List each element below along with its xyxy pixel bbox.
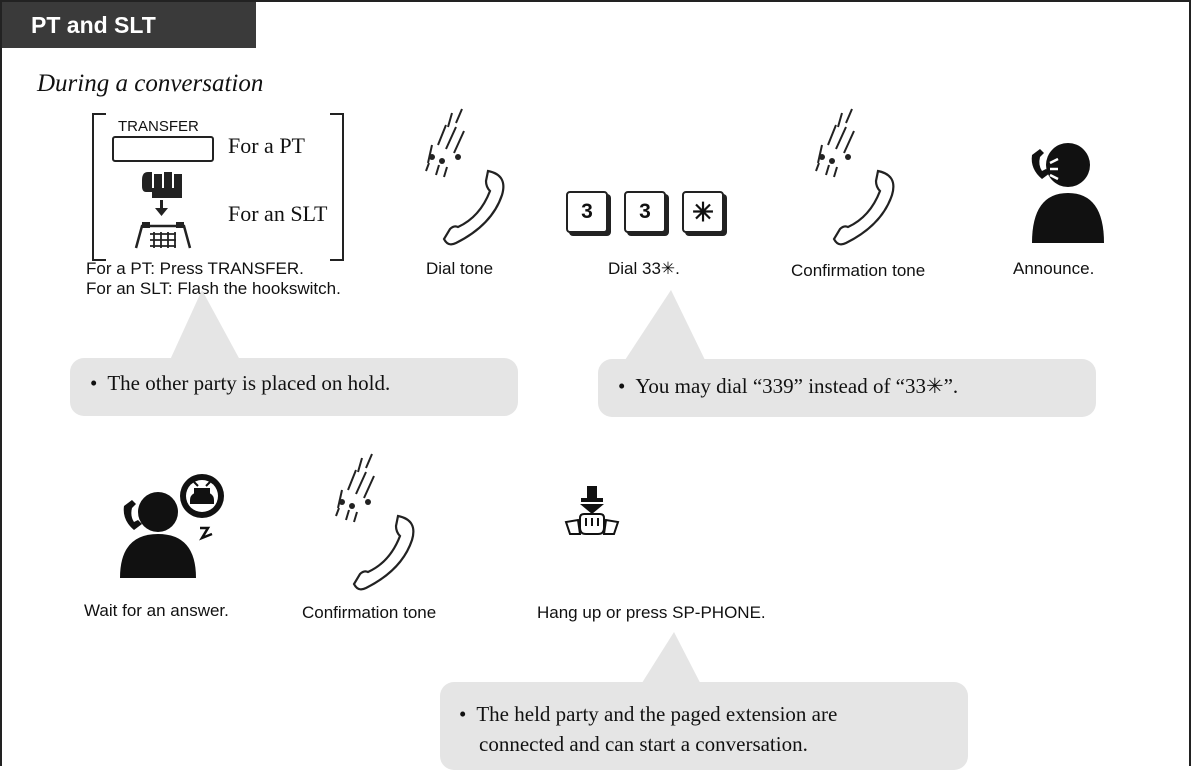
key-star: ✳	[682, 191, 724, 233]
person-speaking-icon	[1031, 143, 1104, 243]
handset-tone-icon	[815, 108, 895, 246]
note3-line1: The held party and the paged extension a…	[476, 702, 838, 726]
note-other-party-hold: • The other party is placed on hold.	[70, 358, 518, 416]
note1-pointer	[170, 290, 240, 360]
section-tab: PT and SLT	[2, 2, 256, 48]
note1-bullet: •	[90, 371, 98, 395]
bracket-left	[92, 113, 106, 261]
transfer-key	[112, 136, 214, 162]
note2-bullet: •	[618, 374, 626, 398]
note2-text: You may dial “339” instead of “33✳”.	[635, 374, 959, 398]
step3-caption: Dial 33✳.	[608, 259, 680, 278]
key-3-second: 3	[624, 191, 666, 233]
for-pt-label: For a PT	[228, 133, 305, 158]
step4-caption: Confirmation tone	[791, 261, 926, 280]
step1-caption-line2: For an SLT: Flash the hookswitch.	[86, 279, 341, 298]
hang-up-icon	[564, 486, 620, 535]
step2-caption: Dial tone	[426, 259, 494, 278]
note-held-party-connected: • The held party and the paged extension …	[440, 682, 968, 770]
step8-caption: Hang up or press SP-PHONE.	[537, 603, 766, 622]
step1-caption-line1: For a PT: Press TRANSFER.	[86, 259, 304, 278]
key-3-first: 3	[566, 191, 608, 233]
note2-pointer	[625, 290, 705, 360]
for-slt-label: For an SLT	[228, 201, 328, 226]
step7-caption: Confirmation tone	[302, 603, 437, 622]
handset-tone-icon	[425, 108, 505, 246]
page-heading: During a conversation	[37, 70, 264, 97]
note-dial-339: • You may dial “339” instead of “33✳”.	[598, 359, 1096, 417]
hand-flash-icon	[134, 172, 192, 249]
person-waiting-icon	[120, 474, 224, 578]
transfer-key-label: TRANSFER	[118, 118, 199, 135]
step6-caption: Wait for an answer.	[84, 601, 229, 620]
bracket-right	[330, 113, 344, 261]
note3-bullet: •	[459, 702, 467, 726]
step5-caption: Announce.	[1013, 259, 1095, 278]
handset-tone-icon	[335, 453, 415, 591]
note3-line2: connected and can start a conversation.	[479, 732, 808, 756]
note1-text: The other party is placed on hold.	[107, 371, 391, 395]
